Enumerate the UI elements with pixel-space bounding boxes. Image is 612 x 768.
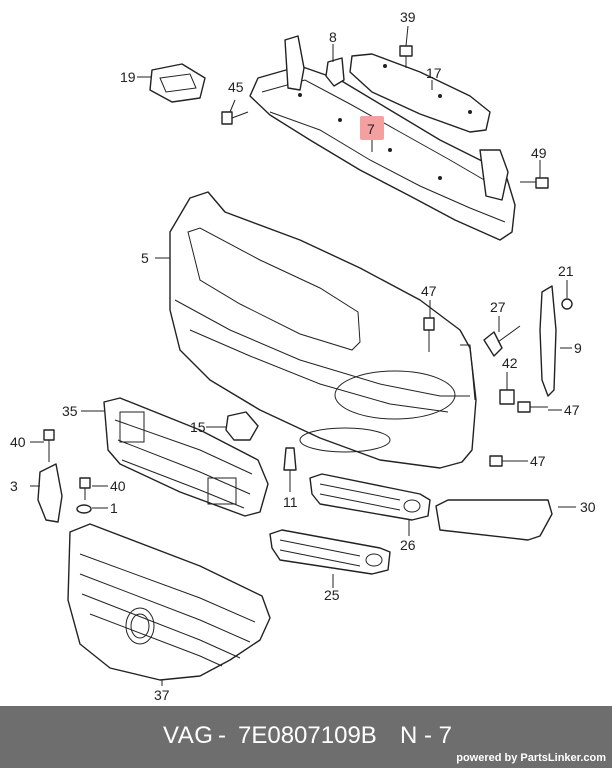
callout-42: 42 (502, 355, 518, 371)
part-8-bracket (325, 57, 345, 87)
callout-25: 25 (324, 587, 340, 603)
part-21-clip (561, 298, 573, 310)
bolt-49 (520, 177, 549, 189)
footer-part-number: 7E0807109B (238, 722, 377, 749)
part-5-bumper-cover (169, 191, 477, 469)
part-25-fog-grille-left (269, 529, 391, 575)
callout-15: 15 (190, 419, 206, 435)
bolt-47-right (517, 401, 548, 413)
footer-position: N - 7 (400, 722, 453, 749)
credit-link[interactable]: powered by PartsLinker.com (456, 752, 606, 764)
callout-49: 49 (531, 145, 547, 161)
part-11-clip (283, 447, 297, 471)
part-26-fog-grille-right (309, 473, 431, 521)
footer-separator: - (218, 722, 226, 749)
part-17-absorber (349, 53, 491, 133)
callout-5: 5 (141, 250, 149, 266)
bolt-40-upper (43, 429, 55, 462)
part-37-main-grille (67, 523, 271, 681)
part-9-side-guide (539, 285, 557, 397)
part-30-trim (435, 499, 553, 541)
bolt-47-top (423, 317, 435, 352)
part-19-bracket (149, 63, 206, 103)
callout-labels: 19 45 8 39 17 7 49 5 47 21 27 9 42 47 47… (10, 9, 596, 703)
callout-47-right: 47 (564, 402, 580, 418)
callout-7: 7 (367, 121, 375, 137)
bolt-45 (221, 111, 249, 125)
callout-40-upper: 40 (10, 434, 26, 450)
part-35-grille-frame (103, 397, 269, 517)
callout-26: 26 (400, 537, 416, 553)
callout-35: 35 (62, 403, 78, 419)
credit-prefix: powered by (456, 752, 518, 764)
callout-21: 21 (558, 263, 574, 279)
callout-11: 11 (283, 494, 298, 510)
footer-brand: VAG (163, 722, 214, 749)
callout-3: 3 (10, 478, 18, 494)
callout-9: 9 (574, 340, 582, 356)
callout-1: 1 (110, 500, 118, 516)
part-1-washer (76, 504, 92, 514)
callout-45: 45 (228, 79, 244, 95)
callout-47-top: 47 (421, 283, 437, 299)
callout-17: 17 (426, 65, 442, 81)
callout-40-lower: 40 (110, 478, 126, 494)
highlight-box (360, 116, 384, 140)
part-15-bracket (225, 411, 259, 441)
bolt-40-lower (79, 477, 91, 500)
callout-37: 37 (154, 687, 170, 703)
footer-bar: VAG - 7E0807109B N - 7 powered by PartsL… (0, 706, 612, 768)
credit-site: PartsLinker.com (520, 752, 606, 764)
parts-diagram: 19 45 8 39 17 7 49 5 47 21 27 9 42 47 47… (10, 9, 596, 703)
callout-39: 39 (400, 9, 416, 25)
part-3-bracket (37, 463, 63, 523)
callout-27: 27 (490, 299, 506, 315)
callout-8: 8 (329, 29, 337, 45)
part-7-reinforcement-beam (249, 35, 516, 241)
callout-19: 19 (120, 69, 136, 85)
leader-lines (30, 25, 576, 686)
part-42-nut (499, 389, 515, 405)
part-27-screw (483, 325, 521, 357)
callout-47-lower: 47 (530, 453, 546, 469)
callout-30: 30 (580, 499, 596, 515)
